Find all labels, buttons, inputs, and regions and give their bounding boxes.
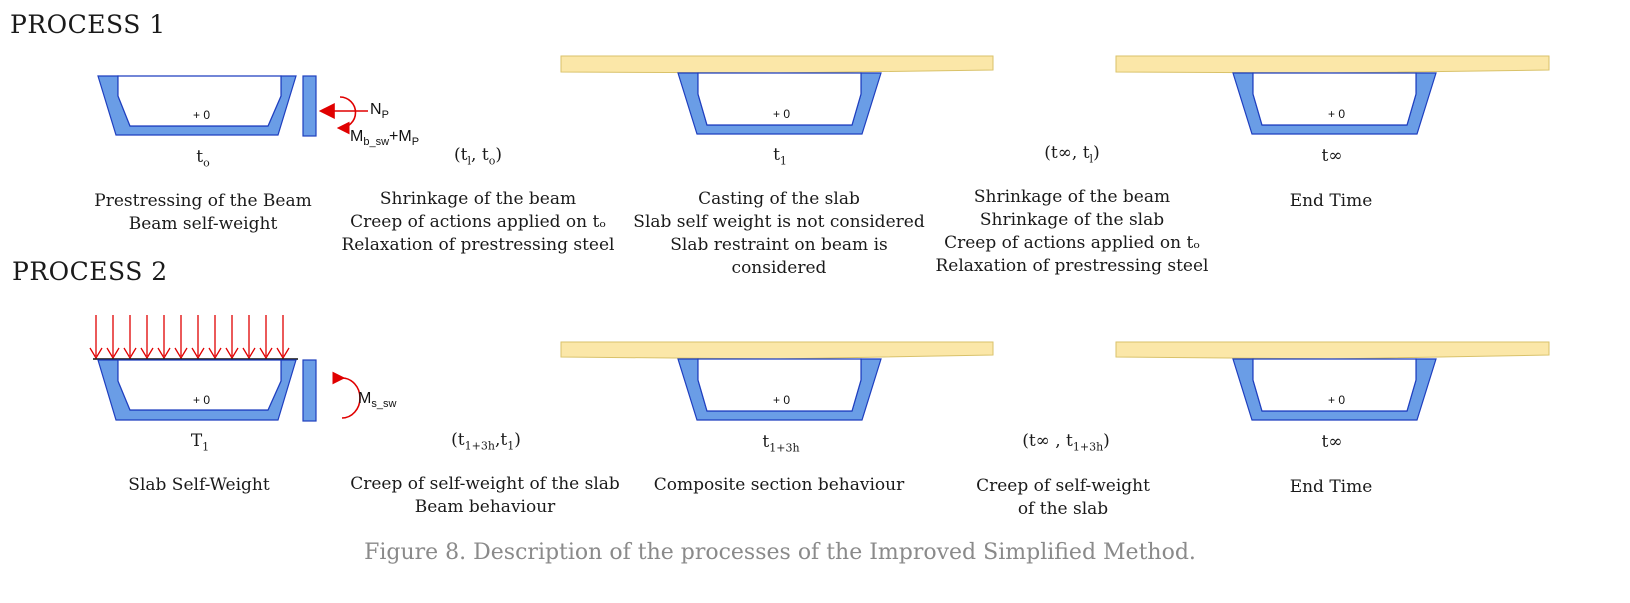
p1-time-3: (t∞, tl) [1044,143,1100,166]
centroid-label: + 0 [193,393,211,407]
p1-time-0: to [196,147,210,170]
p1-composite-tinf [1115,55,1550,135]
centroid-label: + 0 [773,107,791,121]
centroid-label: + 0 [1328,107,1346,121]
p1-flange-plate [302,75,317,137]
centroid-label: + 0 [193,108,211,122]
mb-moment-arrow [336,96,357,135]
p2-desc-0: Slab Self-Weight [128,475,270,495]
p2-time-1: (t1+3h,t1) [451,430,521,453]
p2-flange-plate [302,359,317,422]
p2-composite-t13h [560,341,994,421]
p2-desc-2: Composite section behaviour [653,475,905,495]
slab-self-weight-load [89,315,290,360]
process1-title: PROCESS 1 [10,10,166,39]
ms-label: Ms_sw [358,390,397,411]
p1-desc-4: End Time [1289,191,1373,211]
mb-mp-label: Mb_sw+MP [350,128,420,149]
p1-beam-t0 [97,75,297,136]
p2-time-4: t∞ [1321,432,1343,452]
ms-moment-arrow [332,371,361,419]
process2-title: PROCESS 2 [12,257,168,286]
p2-time-2: t1+3h [762,432,800,455]
p2-desc-4: End Time [1289,477,1373,497]
p2-time-3: (t∞ , t1+3h) [1022,431,1110,454]
p1-time-1: (tl, to) [454,145,502,168]
centroid-label: + 0 [1328,393,1346,407]
p1-time-4: t∞ [1321,146,1343,166]
figure-caption: Figure 8. Description of the processes o… [364,540,1196,565]
centroid-label: + 0 [773,393,791,407]
p2-composite-tinf [1115,341,1550,421]
p1-time-2: t1 [773,145,787,168]
p2-time-0: T1 [190,431,210,454]
p2-beam-T1 [97,359,297,421]
p1-composite-t1 [560,55,994,135]
np-label: NP [370,101,389,122]
